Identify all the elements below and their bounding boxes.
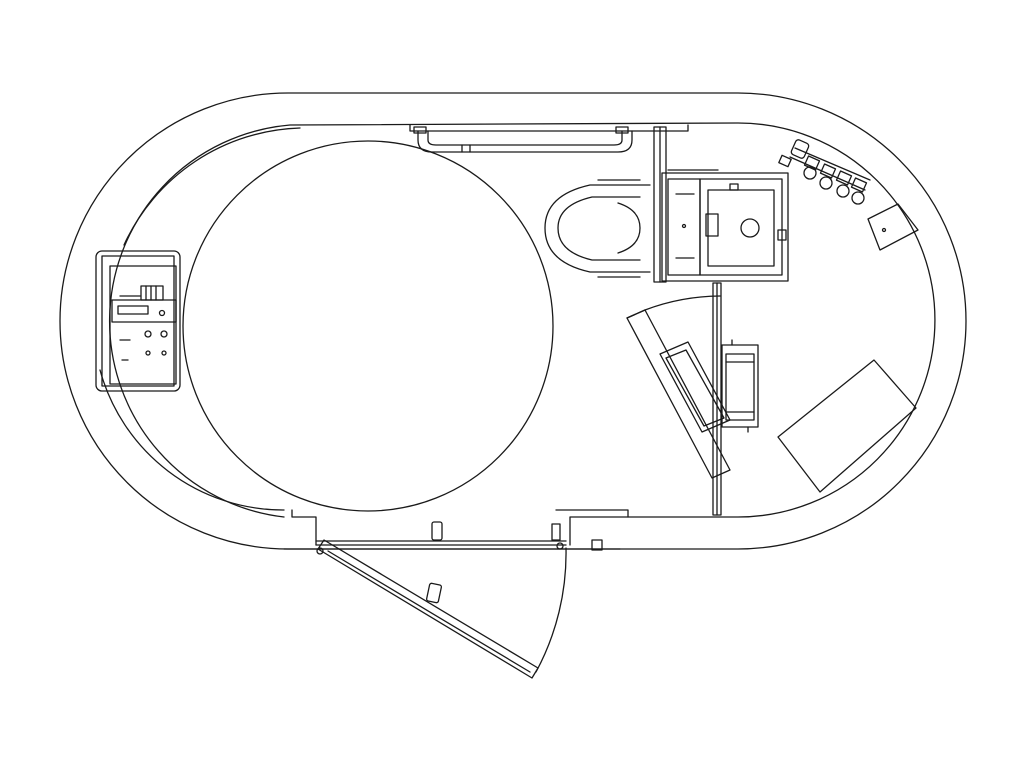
vanity-unit: [662, 170, 788, 281]
shower-valves: [779, 139, 870, 204]
interior-partition: [713, 283, 721, 515]
circular-tub: [183, 141, 553, 511]
partition-post: [654, 127, 666, 282]
inner-wall-outline: [110, 123, 935, 517]
rotated-bench: [778, 360, 916, 492]
outer-wall-outline: [60, 93, 966, 549]
wall-panel-dot: [883, 229, 886, 232]
left-equipment-cabinet: [96, 251, 180, 391]
toilet: [545, 180, 650, 277]
handrail-top: [410, 125, 688, 152]
swing-door: [318, 540, 566, 678]
inner-wall-offset-line: [100, 128, 300, 510]
outer-wall: [60, 93, 966, 549]
wall-fixture: [722, 340, 758, 432]
swing-bench: [627, 296, 730, 478]
wall-panel: [868, 204, 918, 250]
